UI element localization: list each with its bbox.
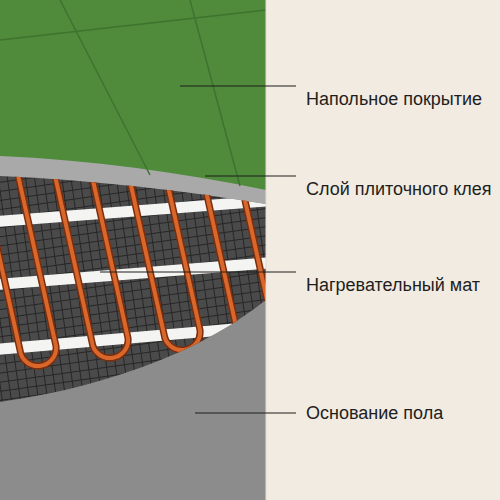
floor-covering bbox=[0, 0, 266, 190]
layer-label: Слой плиточного клея bbox=[306, 177, 494, 201]
layer-label: Основание пола bbox=[306, 401, 494, 425]
floor-base bbox=[0, 0, 266, 500]
leader-lines bbox=[100, 86, 296, 413]
panel-edge bbox=[266, 0, 267, 500]
layer-label: Напольное покрытие bbox=[306, 87, 494, 111]
covering-seams bbox=[0, 0, 266, 186]
background-panel bbox=[266, 0, 500, 500]
layer-label: Нагревательный мат bbox=[306, 273, 494, 297]
